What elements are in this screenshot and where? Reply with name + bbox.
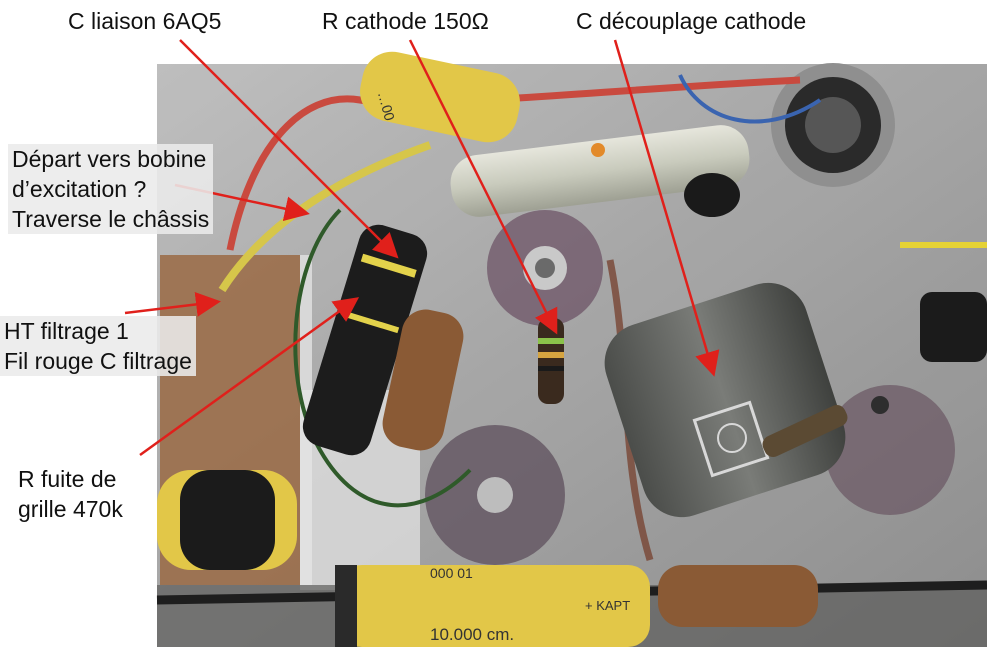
yellow-capacitor-left [157, 470, 297, 570]
label-r-fuite-grille: R fuite de grille 470k [18, 466, 123, 522]
power-resistor [450, 125, 750, 217]
arrow-r-cathode [408, 39, 558, 335]
yellow-capacitor-top: …00 [360, 51, 520, 143]
black-solder-blob [684, 173, 740, 217]
arrow-r-fuite [139, 297, 360, 457]
cathode-decoupling-capacitor [604, 282, 846, 518]
arrow-c-decouplage [613, 39, 720, 377]
annotation-arrows [124, 39, 720, 457]
yellow-capacitor-bottom: 000 01 + KAPT 10.000 cm. [335, 565, 650, 647]
black-capacitor-right [920, 292, 987, 362]
tube-socket-center [487, 210, 603, 326]
blue-wire [678, 74, 822, 124]
label-c-liaison: C liaison 6AQ5 [68, 8, 222, 34]
tube-socket-right [825, 385, 955, 515]
cap-bottom-value: 10.000 cm. [430, 625, 514, 644]
label-r-cathode: R cathode 150Ω [322, 8, 489, 34]
cap-bottom-brand: + KAPT [585, 598, 630, 613]
cathode-resistor-150 [538, 318, 564, 404]
arrow-c-liaison [179, 39, 399, 259]
small-resistor-right [762, 404, 848, 458]
label-depart-bobine: Départ vers bobine d’excitation ? Traver… [8, 144, 214, 234]
tube-socket-bottom [425, 425, 565, 565]
arrow-ht [124, 291, 221, 317]
brown-capacitor [382, 309, 464, 451]
label-ht-filtrage: HT filtrage 1 Fil rouge C filtrage [0, 316, 196, 376]
label-c-decouplage: C découplage cathode [576, 8, 807, 34]
tube-socket-top-right [771, 63, 895, 187]
green-wire [293, 208, 472, 508]
brown-capacitor-bottom [658, 565, 818, 627]
cap-bottom-code: 000 01 [430, 565, 473, 581]
cap-top-print: …00 [375, 90, 398, 123]
